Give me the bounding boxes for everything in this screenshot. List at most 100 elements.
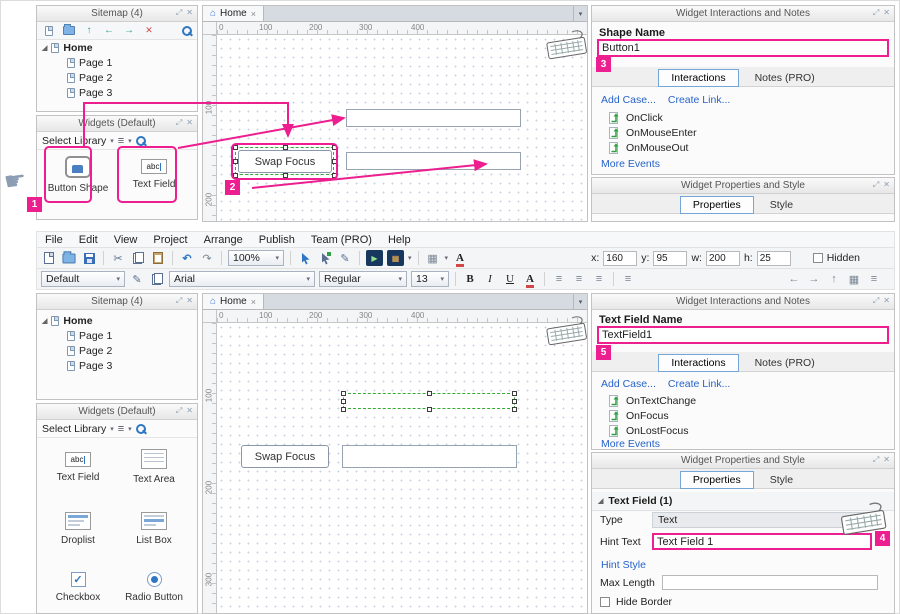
add-page-icon[interactable] xyxy=(42,24,56,38)
selected-text-field[interactable] xyxy=(341,391,517,412)
hint-style-link[interactable]: Hint Style xyxy=(601,559,646,571)
tab-notes-pro[interactable]: Notes (PRO) xyxy=(754,72,815,84)
outdent-icon[interactable]: ← xyxy=(104,25,114,36)
canvas-area[interactable]: Swap Focus xyxy=(217,35,587,221)
library-menu-icon[interactable]: ≡ xyxy=(117,134,125,147)
create-link-link[interactable]: Create Link... xyxy=(667,378,731,390)
chevron-down-icon[interactable]: ▾ xyxy=(110,137,114,145)
bullet-list-icon[interactable]: ≡ xyxy=(624,273,632,285)
tab-properties[interactable]: Properties xyxy=(679,196,754,214)
widget-item-text-area[interactable]: Text Area xyxy=(123,449,185,485)
align-objects-left-icon[interactable]: ← xyxy=(788,273,800,285)
panel-pin-icon[interactable]: ⤢ xyxy=(872,8,880,17)
panel-pin-icon[interactable]: ⤢ xyxy=(175,296,183,305)
tab-style[interactable]: Style xyxy=(769,199,794,211)
format-painter-icon[interactable]: A xyxy=(456,251,464,267)
font-family-select[interactable]: Arial ▾ xyxy=(169,271,315,287)
tab-close-icon[interactable]: × xyxy=(250,296,256,307)
hide-border-checkbox[interactable] xyxy=(600,597,610,607)
panel-close-icon[interactable]: ✕ xyxy=(186,296,193,305)
expand-arrow-icon[interactable]: ◢ xyxy=(42,317,48,325)
panel-close-icon[interactable]: ✕ xyxy=(186,8,193,17)
widget-item-radio-button[interactable]: Radio Button xyxy=(123,572,185,603)
panel-close-icon[interactable]: ✕ xyxy=(883,8,890,17)
canvas-tab-home[interactable]: ⌂ Home × xyxy=(203,6,264,21)
text-field-section-header[interactable]: ◢ Text Field (1) xyxy=(592,492,894,511)
sitemap-item-page2[interactable]: Page 2 xyxy=(37,70,197,85)
delete-page-icon[interactable]: ✕ xyxy=(145,25,153,35)
menu-file[interactable]: File xyxy=(45,233,63,246)
sitemap-item-page1[interactable]: Page 1 xyxy=(37,328,197,343)
paste-icon[interactable] xyxy=(150,250,166,266)
sitemap-item-page2[interactable]: Page 2 xyxy=(37,343,197,358)
sitemap-item-page1[interactable]: Page 1 xyxy=(37,55,197,70)
canvas-text-field-1[interactable] xyxy=(346,109,521,127)
menu-view[interactable]: View xyxy=(113,233,138,246)
tab-list-button[interactable]: ▾ xyxy=(573,6,587,21)
undo-icon[interactable]: ↶ xyxy=(182,252,192,265)
widget-search-icon[interactable] xyxy=(135,423,146,434)
menu-project[interactable]: Project xyxy=(153,233,188,246)
event-onclick[interactable]: OnClick xyxy=(592,110,894,125)
copy-icon[interactable] xyxy=(130,250,146,266)
widget-item-list-box[interactable]: List Box xyxy=(123,512,185,546)
x-input[interactable] xyxy=(603,250,638,266)
tab-close-icon[interactable]: × xyxy=(250,8,256,19)
publish-button[interactable]: ▦ xyxy=(387,250,404,266)
align-right-icon[interactable]: ≡ xyxy=(595,273,603,285)
tab-interactions[interactable]: Interactions xyxy=(658,354,739,372)
sitemap-item-home[interactable]: ◢ Home xyxy=(37,40,197,55)
interaction-tool-icon[interactable] xyxy=(317,250,333,266)
new-file-icon[interactable] xyxy=(41,250,57,266)
text-field-name-input[interactable] xyxy=(597,326,889,344)
panel-close-icon[interactable]: ✕ xyxy=(883,180,890,189)
max-length-input[interactable] xyxy=(662,575,878,590)
more-events-link[interactable]: More Events xyxy=(601,438,660,450)
tab-list-button[interactable]: ▾ xyxy=(573,294,587,309)
event-onfocus[interactable]: OnFocus xyxy=(592,408,894,423)
sitemap-item-page3[interactable]: Page 3 xyxy=(37,85,197,100)
event-onlostfocus[interactable]: OnLostFocus xyxy=(592,423,894,438)
zoom-select[interactable]: 100% ▾ xyxy=(228,250,284,266)
open-file-icon[interactable] xyxy=(61,250,77,266)
underline-button[interactable]: U xyxy=(506,273,514,285)
chevron-down-icon[interactable]: ▾ xyxy=(444,255,449,262)
tab-interactions[interactable]: Interactions xyxy=(658,69,739,87)
selection-handle[interactable] xyxy=(427,407,432,412)
selection-handle[interactable] xyxy=(341,391,346,396)
align-center-icon[interactable]: ≡ xyxy=(575,273,583,285)
more-events-link[interactable]: More Events xyxy=(601,158,660,170)
panel-close-icon[interactable]: ✕ xyxy=(186,118,193,127)
menu-publish[interactable]: Publish xyxy=(258,233,295,246)
selection-handle[interactable] xyxy=(341,399,346,404)
w-input[interactable] xyxy=(705,250,740,266)
widget-item-droplist[interactable]: Droplist xyxy=(47,512,109,546)
select-library-label[interactable]: Select Library xyxy=(42,134,107,147)
bold-button[interactable]: B xyxy=(466,273,474,285)
cut-icon[interactable]: ✂ xyxy=(113,252,123,265)
italic-button[interactable]: I xyxy=(488,273,492,285)
canvas-text-field[interactable] xyxy=(342,445,517,468)
canvas-area[interactable]: Swap Focus xyxy=(217,323,587,613)
save-icon[interactable] xyxy=(81,250,97,266)
canvas-tab-home[interactable]: ⌂ Home × xyxy=(203,294,264,309)
menu-team-pro[interactable]: Team (PRO) xyxy=(310,233,372,246)
add-folder-icon[interactable] xyxy=(62,24,76,38)
selection-handle[interactable] xyxy=(512,407,517,412)
copy-style-icon[interactable] xyxy=(149,271,165,287)
event-ontextchange[interactable]: OnTextChange xyxy=(592,393,894,408)
align-objects-top-icon[interactable]: ↑ xyxy=(831,273,837,285)
selection-handle[interactable] xyxy=(512,391,517,396)
widget-item-text-field[interactable]: abc Text Field xyxy=(123,159,185,190)
preview-button[interactable]: ▶ xyxy=(366,250,383,266)
event-onmouseenter[interactable]: OnMouseEnter xyxy=(592,125,894,140)
indent-icon[interactable]: → xyxy=(124,25,134,36)
redo-icon[interactable]: ↷ xyxy=(202,252,212,265)
widget-item-button-shape[interactable]: Button Shape xyxy=(45,156,111,194)
panel-close-icon[interactable]: ✕ xyxy=(883,296,890,305)
pointer-tool-icon[interactable] xyxy=(297,250,313,266)
menu-help[interactable]: Help xyxy=(387,233,411,246)
panel-close-icon[interactable]: ✕ xyxy=(186,406,193,415)
panel-pin-icon[interactable]: ⤢ xyxy=(175,118,183,127)
align-left-icon[interactable]: ≡ xyxy=(555,273,563,285)
